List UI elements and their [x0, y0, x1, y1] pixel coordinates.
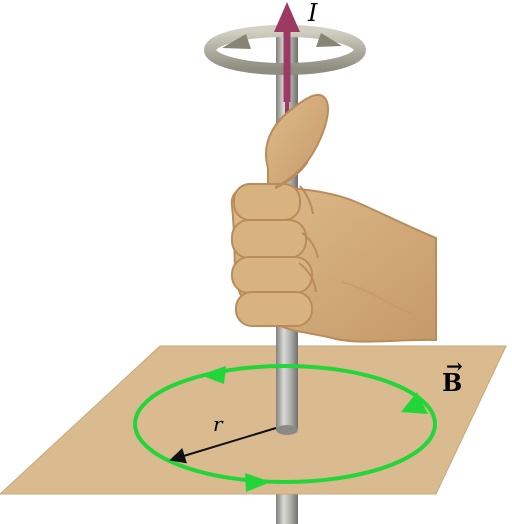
radius-arrow — [169, 427, 277, 464]
wire-end-cap — [276, 425, 298, 435]
wire-lower-segment — [276, 486, 298, 524]
horizontal-plane — [0, 345, 507, 495]
field-vector-mark: → — [446, 354, 463, 378]
field-loop-arrow-right — [401, 392, 428, 414]
radius-label: r — [213, 412, 224, 436]
field-loop-arrow-bottom — [245, 473, 271, 492]
magnetic-field-loop — [133, 364, 437, 484]
current-label: I — [307, 0, 318, 27]
right-hand — [230, 93, 437, 343]
field-loop-arrow-top — [200, 366, 226, 384]
field-label: B — [442, 368, 462, 397]
arrow-up-icon — [274, 2, 300, 102]
